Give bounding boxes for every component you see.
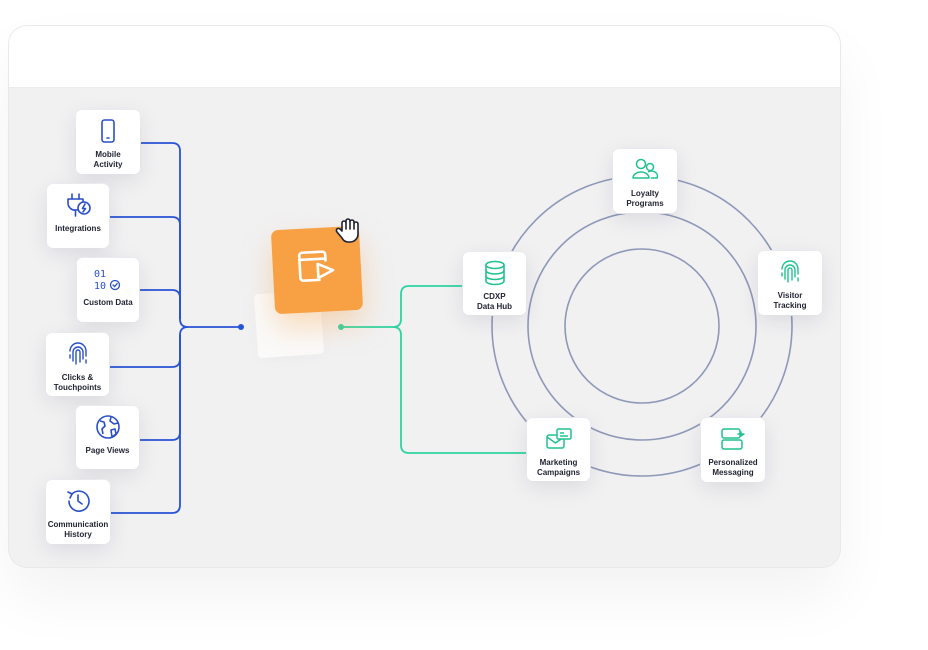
phone-icon: [93, 116, 123, 146]
output-card-marketing-campaigns[interactable]: Marketing Campaigns: [527, 418, 590, 481]
fingerprint-icon: [775, 257, 805, 287]
users-icon: [630, 155, 660, 185]
play-window-icon: [295, 247, 339, 292]
output-wires: [341, 285, 530, 454]
source-label: Communication History: [47, 520, 109, 539]
source-card-custom-data[interactable]: 01 10 Custom Data: [77, 258, 139, 322]
inner-ring: [564, 248, 720, 404]
output-label: Marketing Campaigns: [536, 458, 581, 477]
output-junction-dot: [338, 324, 344, 330]
globe-icon: [93, 412, 123, 442]
source-card-page-views[interactable]: Page Views: [76, 406, 139, 469]
history-icon: [63, 486, 93, 516]
hand-pointer-icon: [333, 216, 363, 251]
app-window: [9, 26, 840, 567]
output-label: Personalized Messaging: [708, 458, 758, 477]
window-titlebar: [9, 26, 840, 88]
source-label: Page Views: [85, 446, 130, 455]
output-card-loyalty-programs[interactable]: Loyalty Programs: [613, 149, 677, 213]
svg-text:10: 10: [94, 281, 106, 292]
source-label: Integrations: [55, 224, 101, 233]
output-label: Loyalty Programs: [626, 189, 664, 208]
source-label: Custom Data: [83, 298, 133, 307]
source-wires: [108, 142, 241, 514]
database-icon: [480, 258, 510, 288]
output-label: CDXP Data Hub: [476, 292, 513, 311]
output-card-visitor-tracking[interactable]: Visitor Tracking: [758, 251, 822, 315]
source-card-integrations[interactable]: Integrations: [47, 184, 109, 248]
source-card-clicks-touchpoints[interactable]: Clicks & Touchpoints: [46, 333, 109, 396]
output-card-personalized-messaging[interactable]: Personalized Messaging: [701, 418, 765, 482]
plug-icon: [63, 190, 93, 220]
binary-data-icon: 01 10: [93, 264, 123, 294]
svg-text:01: 01: [94, 269, 106, 280]
hub-card[interactable]: [270, 225, 364, 315]
source-label: Clicks & Touchpoints: [53, 373, 102, 392]
fingerprint-icon: [63, 339, 93, 369]
campaign-icon: [544, 424, 574, 454]
source-card-communication-history[interactable]: Communication History: [46, 480, 110, 544]
source-label: Mobile Activity: [93, 150, 123, 169]
output-card-cdxp-data-hub[interactable]: CDXP Data Hub: [463, 252, 526, 315]
output-label: Visitor Tracking: [773, 291, 807, 310]
source-junction-dot: [238, 324, 244, 330]
middle-ring: [527, 211, 757, 441]
message-icon: [718, 424, 748, 454]
source-card-mobile-activity[interactable]: Mobile Activity: [76, 110, 140, 174]
